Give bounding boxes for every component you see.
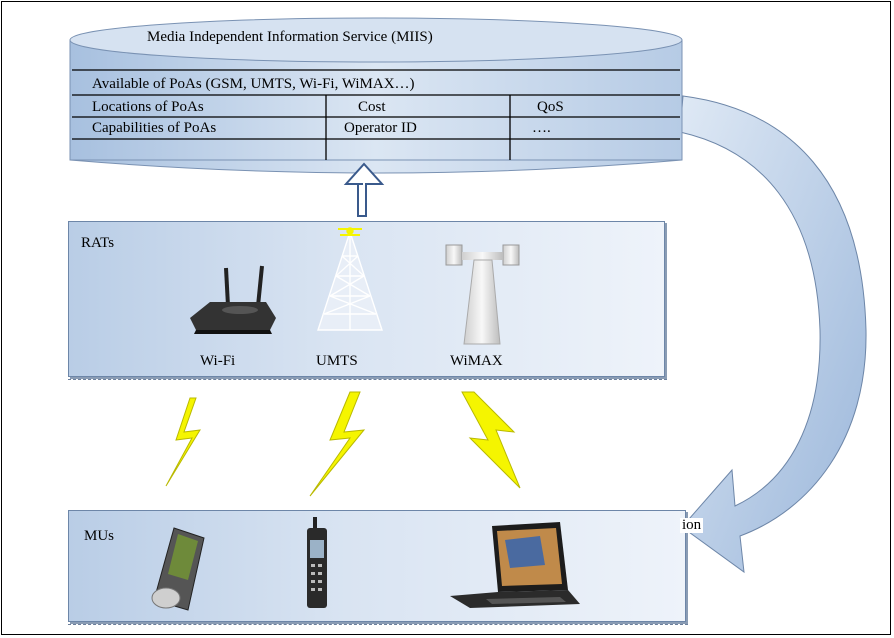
miis-cell-operator-id: Operator ID <box>344 120 417 136</box>
miis-row-available: Available of PoAs (GSM, UMTS, Wi-Fi, WiM… <box>92 76 415 92</box>
wimax-tower-icon <box>445 244 520 345</box>
miis-cell-cost: Cost <box>358 99 386 115</box>
laptop-icon <box>450 522 580 608</box>
miis-title: Media Independent Information Service (M… <box>147 29 433 45</box>
miis-cylinder <box>69 17 683 174</box>
up-arrow <box>343 162 385 217</box>
rats-label: RATs <box>81 235 115 251</box>
miis-cell-qos: QoS <box>537 99 564 115</box>
miis-cell-capabilities: Capabilities of PoAs <box>92 120 217 136</box>
lightning-icon <box>165 397 201 487</box>
lightning-icon <box>309 391 366 497</box>
mobile-phone-icon <box>307 517 327 608</box>
mus-label: MUs <box>84 528 115 544</box>
miis-cell-locations: Locations of PoAs <box>92 99 204 115</box>
clipped-text: ion <box>680 517 704 533</box>
rat-label-wifi: Wi-Fi <box>200 353 236 369</box>
miis-cell-ellipsis: …. <box>532 120 551 136</box>
rat-label-umts: UMTS <box>316 353 358 369</box>
wifi-router-icon <box>190 265 276 334</box>
umts-tower-icon <box>317 227 383 331</box>
curved-arrow <box>679 95 867 574</box>
lightning-icon <box>461 391 521 489</box>
rat-label-wimax: WiMAX <box>450 353 503 369</box>
pda-icon <box>151 527 205 611</box>
